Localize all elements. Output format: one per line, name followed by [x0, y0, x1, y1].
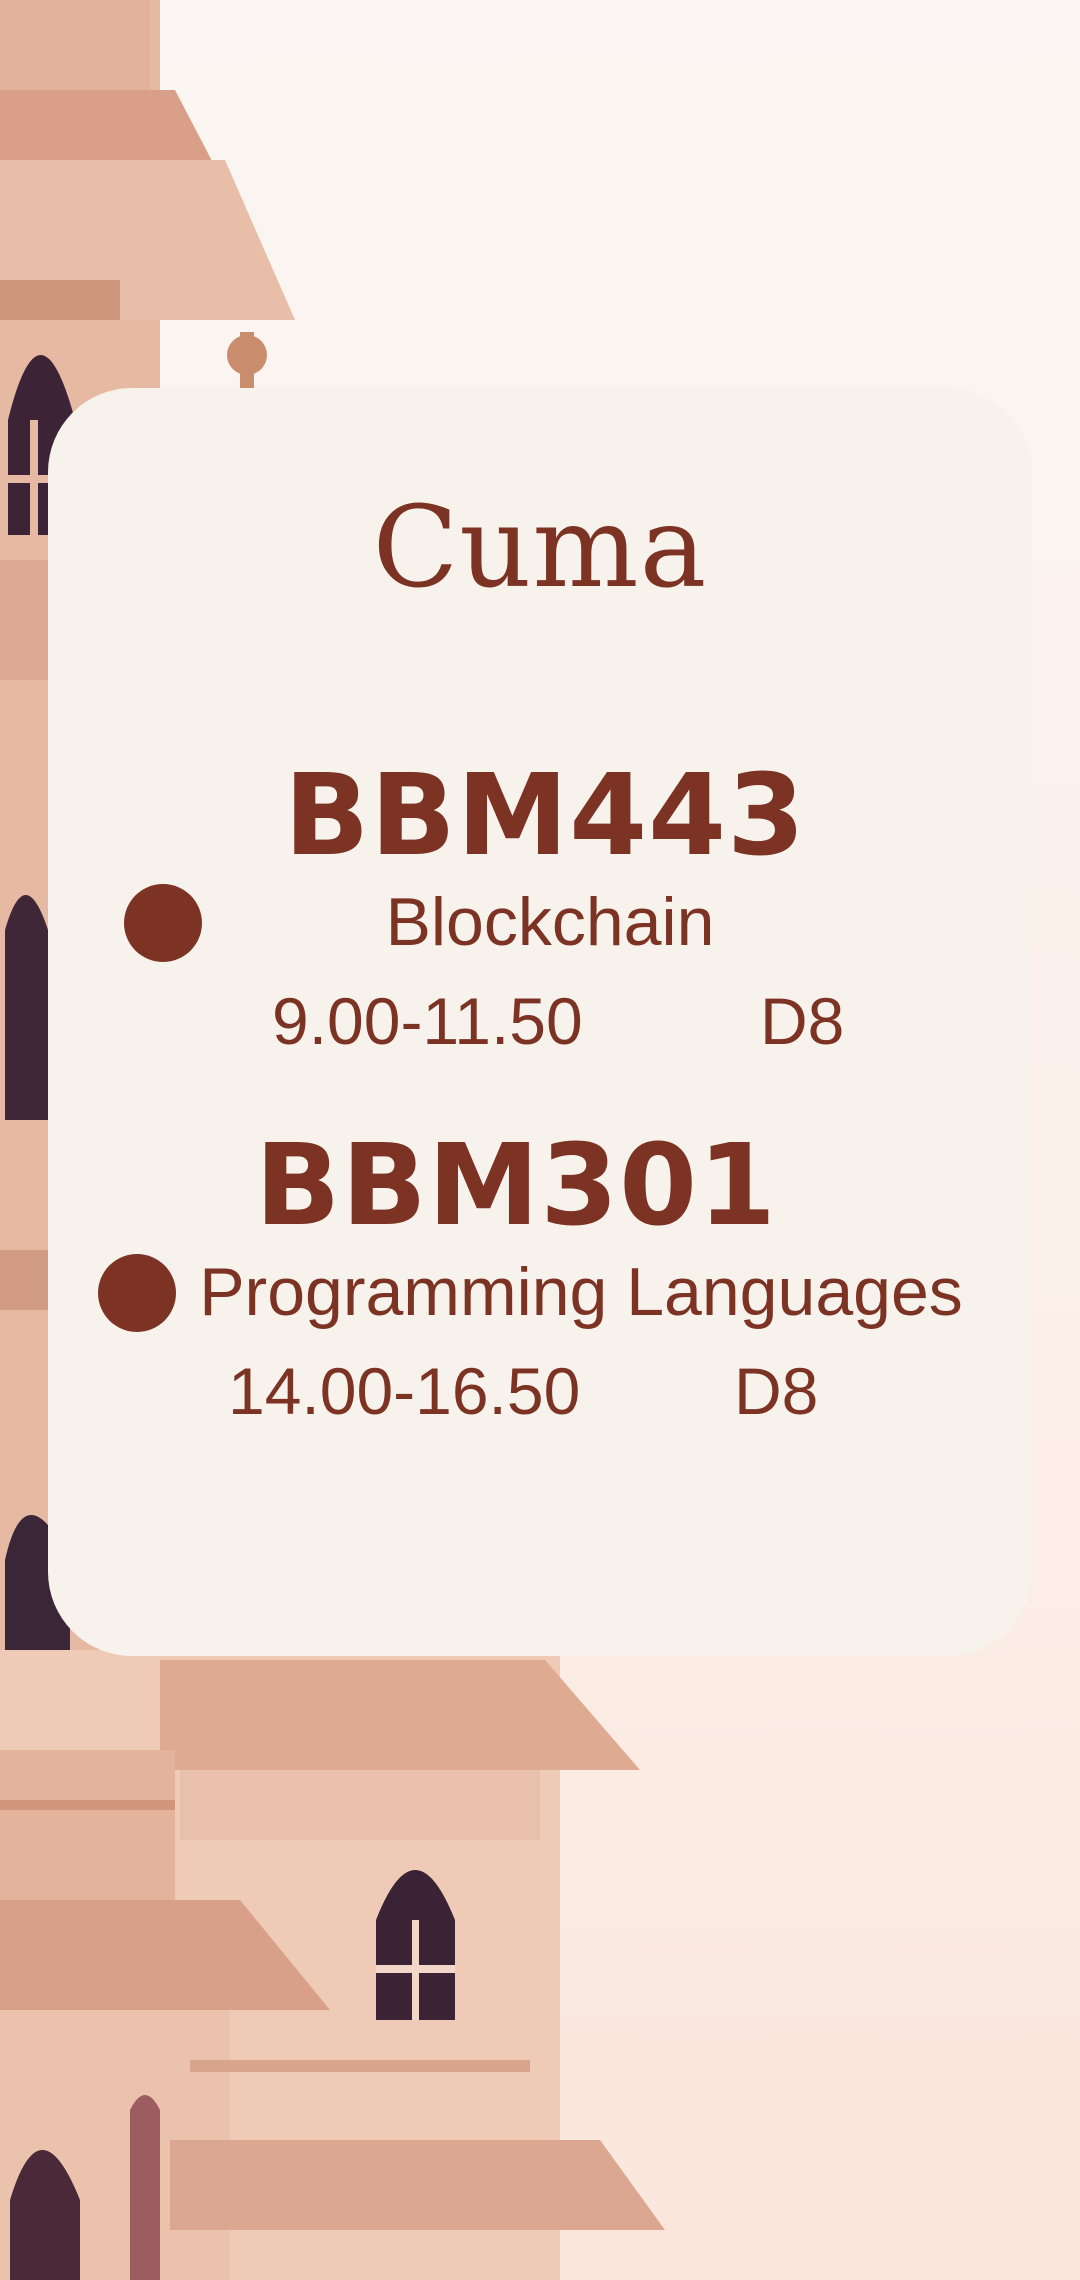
day-title: Cuma: [372, 483, 708, 613]
course-time: 9.00-11.50: [272, 984, 583, 1058]
course-bullet-icon: [124, 884, 202, 962]
course-bullet-icon: [98, 1254, 176, 1332]
course-name: Programming Languages: [199, 1254, 963, 1330]
course-code: BBM443: [284, 751, 806, 881]
course-room: D8: [734, 1354, 819, 1428]
course-code: BBM301: [255, 1121, 777, 1251]
course-time: 14.00-16.50: [228, 1354, 581, 1428]
schedule-card: [48, 388, 1032, 1656]
course-name: Blockchain: [385, 884, 715, 960]
course-room: D8: [760, 984, 845, 1058]
